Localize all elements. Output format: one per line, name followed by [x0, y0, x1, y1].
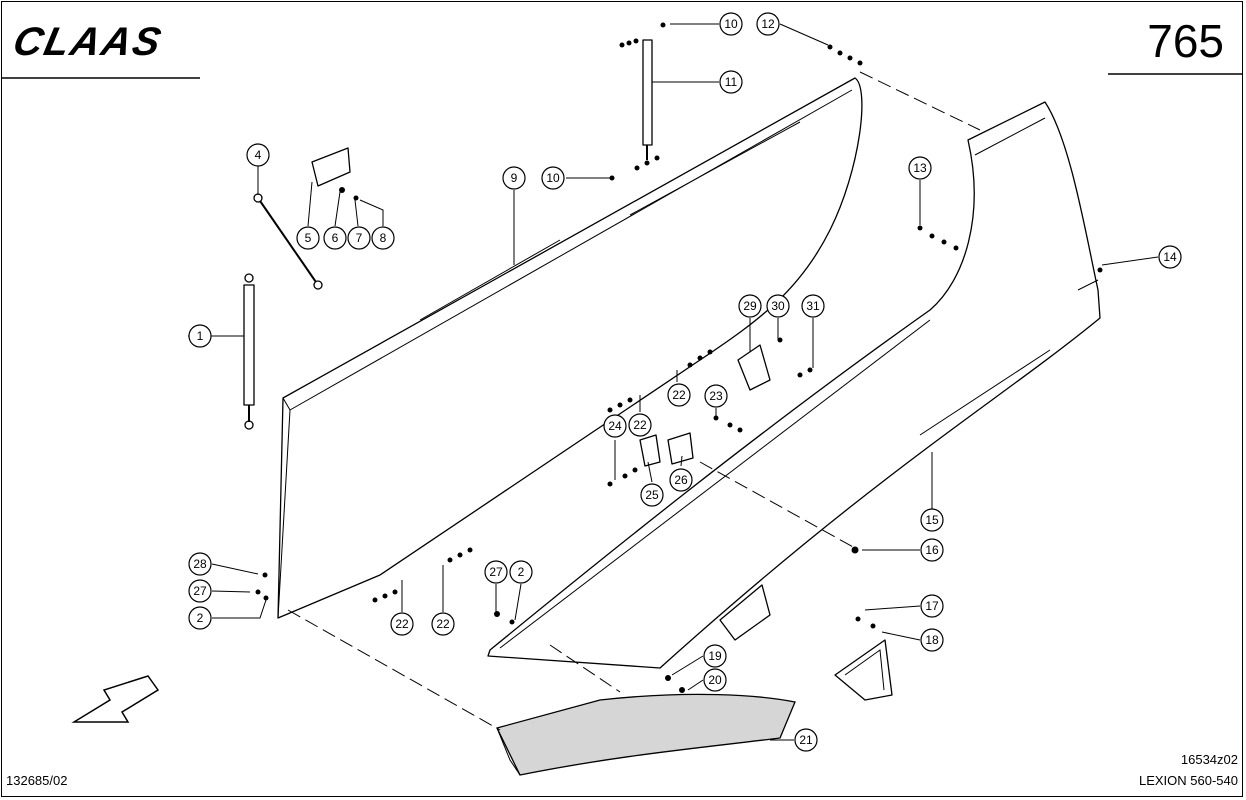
callout-15: 15	[920, 508, 944, 532]
svg-text:10: 10	[724, 17, 738, 31]
svg-text:26: 26	[674, 473, 688, 487]
callout-10-bottom: 10	[541, 166, 565, 190]
hardware-fasteners	[255, 22, 1103, 693]
callout-11: 11	[719, 70, 743, 94]
svg-text:31: 31	[806, 299, 820, 313]
callout-2: 2	[188, 606, 212, 630]
callout-6: 6	[323, 226, 347, 250]
step-handle	[834, 639, 893, 701]
callout-22-c: 22	[667, 383, 691, 407]
callout-12: 12	[756, 12, 780, 36]
machine-model: LEXION 560-540	[1138, 773, 1238, 788]
svg-text:17: 17	[925, 599, 939, 613]
svg-text:30: 30	[771, 299, 785, 313]
callout-4: 4	[246, 143, 270, 167]
callout-27-mid: 27	[484, 560, 508, 584]
callout-24: 24	[603, 414, 627, 438]
bracket-26	[667, 432, 694, 465]
page-number: 765	[1147, 15, 1224, 67]
svg-text:11: 11	[725, 75, 738, 89]
callout-27-left: 27	[188, 579, 212, 603]
callout-17: 17	[920, 594, 944, 618]
right-cover-panel	[487, 101, 1101, 669]
svg-text:20: 20	[708, 673, 722, 687]
callout-9: 9	[502, 166, 526, 190]
svg-text:7: 7	[356, 231, 363, 245]
svg-text:22: 22	[672, 388, 686, 402]
svg-text:14: 14	[1163, 250, 1177, 264]
gas-strut-11	[642, 39, 653, 160]
svg-text:18: 18	[925, 633, 939, 647]
svg-text:8: 8	[380, 231, 387, 245]
svg-text:4: 4	[255, 148, 262, 162]
callout-21: 21	[794, 728, 818, 752]
leader-lines	[188, 23, 1159, 741]
callout-13: 13	[908, 156, 932, 180]
callout-16: 16	[920, 538, 944, 562]
gas-strut-1	[243, 273, 255, 430]
callout-31: 31	[801, 294, 825, 318]
svg-text:22: 22	[436, 617, 450, 631]
svg-text:22: 22	[395, 617, 409, 631]
callout-19: 19	[703, 644, 727, 668]
left-cover-panel	[277, 77, 863, 619]
callout-18: 18	[920, 628, 944, 652]
callout-8: 8	[371, 226, 395, 250]
svg-text:10: 10	[546, 171, 560, 185]
svg-text:15: 15	[925, 513, 939, 527]
callout-5: 5	[296, 226, 320, 250]
svg-text:2: 2	[197, 611, 204, 625]
svg-text:16: 16	[925, 543, 939, 557]
lower-trim-panel	[496, 693, 796, 776]
document-number: 132685/02	[6, 773, 68, 788]
svg-text:29: 29	[743, 299, 757, 313]
svg-text:5: 5	[305, 231, 312, 245]
direction-arrow-icon	[71, 675, 160, 723]
svg-text:6: 6	[332, 231, 339, 245]
svg-text:19: 19	[708, 649, 722, 663]
svg-text:22: 22	[633, 418, 647, 432]
svg-text:27: 27	[489, 565, 503, 579]
assembly-lines	[287, 71, 981, 731]
drawing-reference: 16534z02	[1180, 752, 1238, 767]
callout-25: 25	[640, 483, 664, 507]
svg-text:12: 12	[761, 17, 775, 31]
svg-text:27: 27	[193, 584, 207, 598]
svg-text:21: 21	[799, 733, 813, 747]
lower-handle	[719, 584, 771, 641]
callout-22-b: 22	[431, 612, 455, 636]
callout-29: 29	[738, 294, 762, 318]
callout-2-mid: 2	[509, 560, 533, 584]
callout-28: 28	[188, 552, 212, 576]
svg-text:13: 13	[913, 161, 927, 175]
svg-text:28: 28	[193, 557, 207, 571]
svg-text:9: 9	[511, 171, 518, 185]
callout-10-top: 10	[719, 12, 743, 36]
callout-22-d: 22	[628, 413, 652, 437]
svg-text:25: 25	[645, 488, 659, 502]
callout-20: 20	[703, 668, 727, 692]
callout-22-a: 22	[390, 612, 414, 636]
callout-30: 30	[766, 294, 790, 318]
bracket-5	[311, 147, 351, 187]
callout-14: 14	[1158, 245, 1182, 269]
callout-7: 7	[347, 226, 371, 250]
svg-text:1: 1	[197, 329, 204, 343]
svg-text:2: 2	[518, 565, 525, 579]
bracket-29	[737, 344, 771, 391]
callout-1: 1	[188, 324, 212, 348]
svg-text:24: 24	[608, 419, 622, 433]
brand-logo: CLAAS	[9, 20, 167, 64]
callout-23: 23	[704, 384, 728, 408]
svg-text:23: 23	[709, 389, 723, 403]
callout-26: 26	[669, 468, 693, 492]
bracket-25	[639, 434, 661, 467]
